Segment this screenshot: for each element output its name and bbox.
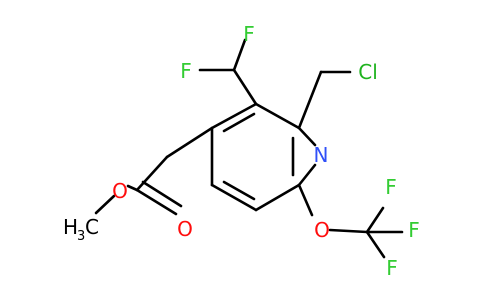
methyl-subscript: 3 — [77, 229, 85, 244]
fluorine-label-5: F — [386, 256, 398, 280]
ester-oxygen-label: O — [112, 179, 128, 203]
methyl-h-label: H — [63, 215, 78, 239]
atom-labels: F F Cl N O O O F F F H 3 C — [63, 22, 420, 280]
fluorine-label-2: F — [180, 59, 192, 83]
ether-oxygen-label: O — [314, 218, 330, 242]
bonds — [94, 38, 404, 259]
fluorine-label-3: F — [385, 175, 397, 199]
fluorine-label-4: F — [408, 218, 420, 242]
nitrogen-label: N — [314, 143, 329, 167]
carbonyl-oxygen-label: O — [177, 217, 193, 241]
fluorine-label-1: F — [243, 22, 255, 46]
methyl-c-label: C — [85, 215, 99, 239]
chlorine-label: Cl — [358, 60, 378, 84]
